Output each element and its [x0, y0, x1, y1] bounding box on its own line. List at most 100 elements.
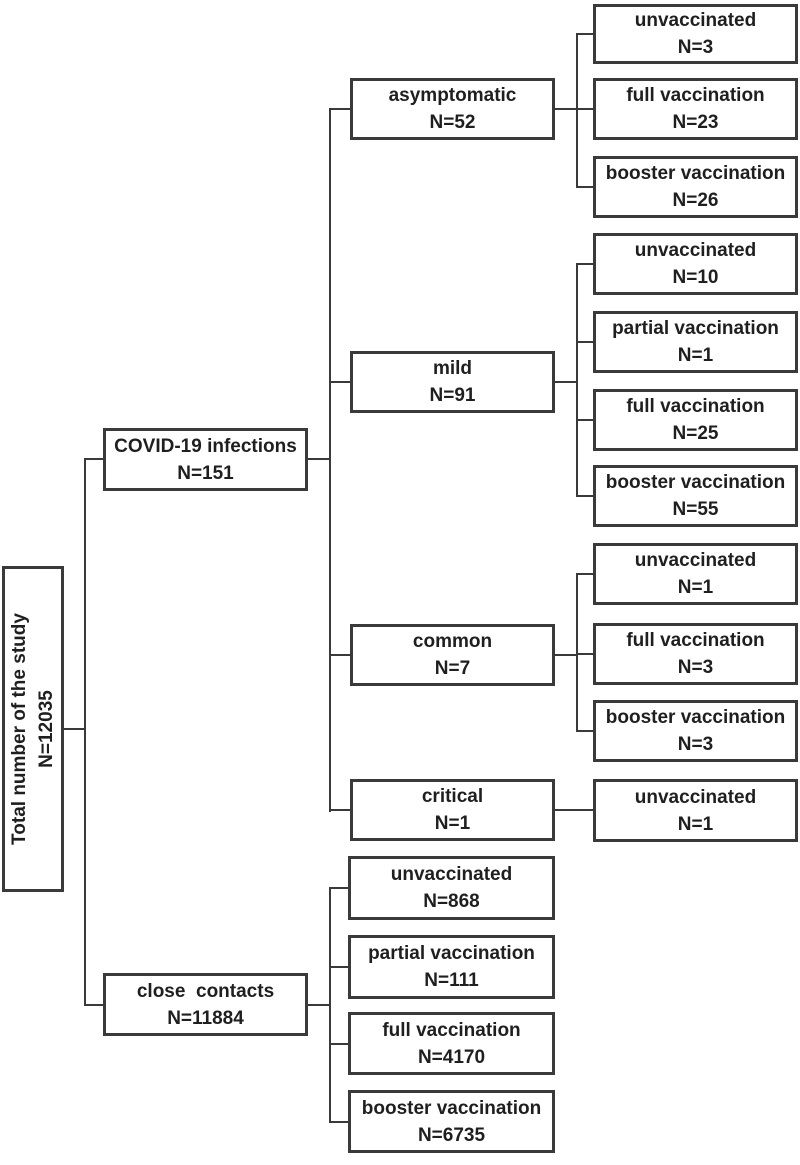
node-value: N=11884	[167, 1007, 244, 1029]
node-common: common N=7	[350, 624, 555, 686]
node-label: booster vaccination	[605, 163, 786, 184]
node-label: full vaccination	[382, 1019, 521, 1041]
node-value: N=3	[677, 734, 714, 755]
edge-severity-trunk	[329, 108, 331, 812]
node-label: full vaccination	[626, 630, 765, 651]
edge-to-mild-full	[576, 419, 594, 421]
node-asymptomatic-unvaccinated: unvaccinated N=3	[593, 4, 798, 64]
node-label: full vaccination	[626, 85, 765, 106]
node-label: booster vaccination	[605, 707, 786, 728]
node-value: N=1	[677, 577, 714, 598]
edge-level2-trunk	[84, 458, 86, 1006]
node-value: N=25	[672, 423, 719, 444]
edge-to-asym-unvaccinated	[576, 33, 594, 35]
node-value: N=1	[434, 813, 471, 834]
node-common-full-vaccination: full vaccination N=3	[593, 623, 798, 685]
node-label: COVID-19 infections	[114, 435, 297, 457]
node-asymptomatic-full-vaccination: full vaccination N=23	[593, 78, 798, 140]
node-close-contacts: close contacts N=11884	[103, 973, 308, 1036]
node-asymptomatic: asymptomatic N=52	[350, 78, 555, 140]
node-value: N=1	[677, 813, 714, 835]
node-value: N=91	[429, 385, 476, 406]
edge-to-covid	[84, 458, 104, 460]
node-value: N=111	[424, 970, 479, 991]
node-label: booster vaccination	[361, 1097, 542, 1119]
node-value: N=868	[423, 891, 480, 912]
node-label: partial vaccination	[368, 943, 535, 964]
node-label: common	[412, 631, 493, 652]
rotated-text-block: Total number of the study N=12035	[8, 569, 58, 889]
edge-critical-to-unvaccinated	[553, 809, 594, 811]
node-value: N=12035	[36, 690, 57, 768]
edge-root-out	[63, 728, 86, 730]
node-label: unvaccinated	[634, 786, 757, 808]
node-value: N=151	[177, 462, 234, 484]
node-label: booster vaccination	[605, 472, 786, 493]
edge-mild-out	[553, 381, 578, 383]
edge-common-trunk	[576, 573, 578, 732]
node-value: N=4170	[417, 1046, 486, 1068]
node-mild-full-vaccination: full vaccination N=25	[593, 389, 798, 451]
node-label: mild	[432, 358, 473, 379]
node-mild-partial-vaccination: partial vaccination N=1	[593, 311, 798, 373]
node-label: unvaccinated	[634, 550, 757, 571]
node-label: asymptomatic	[388, 85, 517, 106]
node-value: N=6735	[417, 1124, 486, 1146]
edge-to-mild-partial	[576, 341, 594, 343]
node-critical: critical N=1	[350, 779, 555, 841]
node-value: N=1	[677, 345, 714, 366]
node-label: unvaccinated	[634, 10, 757, 31]
edge-covid-out	[306, 458, 331, 460]
node-asymptomatic-booster-vaccination: booster vaccination N=26	[593, 156, 798, 218]
node-critical-unvaccinated: unvaccinated N=1	[593, 779, 798, 842]
edge-mild-trunk	[576, 263, 578, 497]
node-value: N=7	[434, 658, 471, 679]
edge-to-critical	[329, 809, 351, 811]
edge-to-asymptomatic	[329, 108, 351, 110]
node-mild: mild N=91	[350, 351, 555, 413]
edge-contacts-trunk	[329, 887, 331, 1123]
node-contacts-booster-vaccination: booster vaccination N=6735	[348, 1090, 555, 1153]
edge-to-mild	[329, 381, 351, 383]
node-value: N=23	[672, 112, 719, 133]
node-covid-infections: COVID-19 infections N=151	[103, 428, 308, 491]
edge-to-mild-booster	[576, 495, 594, 497]
edge-to-close-contacts	[84, 1004, 104, 1006]
edge-to-common-booster	[576, 730, 594, 732]
node-label: critical	[421, 786, 484, 807]
edge-to-mild-unvaccinated	[576, 263, 594, 265]
node-value: N=10	[672, 267, 719, 288]
node-value: N=26	[672, 190, 719, 211]
node-total-study: Total number of the study N=12035	[2, 566, 64, 892]
node-common-booster-vaccination: booster vaccination N=3	[593, 700, 798, 762]
node-value: N=3	[677, 657, 714, 678]
node-contacts-full-vaccination: full vaccination N=4170	[348, 1012, 555, 1075]
node-contacts-partial-vaccination: partial vaccination N=111	[348, 935, 555, 999]
edge-close-contacts-out	[306, 1004, 331, 1006]
node-label: unvaccinated	[634, 240, 757, 261]
edge-to-contacts-unvaccinated	[329, 887, 349, 889]
node-mild-unvaccinated: unvaccinated N=10	[593, 233, 798, 295]
edge-to-contacts-partial	[329, 966, 349, 968]
node-contacts-unvaccinated: unvaccinated N=868	[348, 856, 555, 920]
node-label: partial vaccination	[612, 318, 779, 339]
edge-to-contacts-booster	[329, 1121, 349, 1123]
node-label: close contacts	[136, 980, 275, 1002]
node-mild-booster-vaccination: booster vaccination N=55	[593, 465, 798, 527]
edge-common-out	[553, 654, 578, 656]
node-value: N=3	[677, 37, 714, 58]
edge-to-asym-booster	[576, 186, 594, 188]
node-value: N=55	[672, 499, 719, 520]
edge-to-common-full	[576, 653, 594, 655]
edge-to-asym-full	[576, 108, 594, 110]
node-value: N=52	[429, 112, 476, 133]
edge-to-contacts-full	[329, 1043, 349, 1045]
node-common-unvaccinated: unvaccinated N=1	[593, 543, 798, 605]
edge-asymptomatic-trunk	[576, 33, 578, 188]
node-label: full vaccination	[626, 396, 765, 417]
edge-asymptomatic-out	[553, 108, 578, 110]
edge-to-common	[329, 654, 351, 656]
edge-to-common-unvaccinated	[576, 573, 594, 575]
node-label: unvaccinated	[390, 864, 513, 885]
